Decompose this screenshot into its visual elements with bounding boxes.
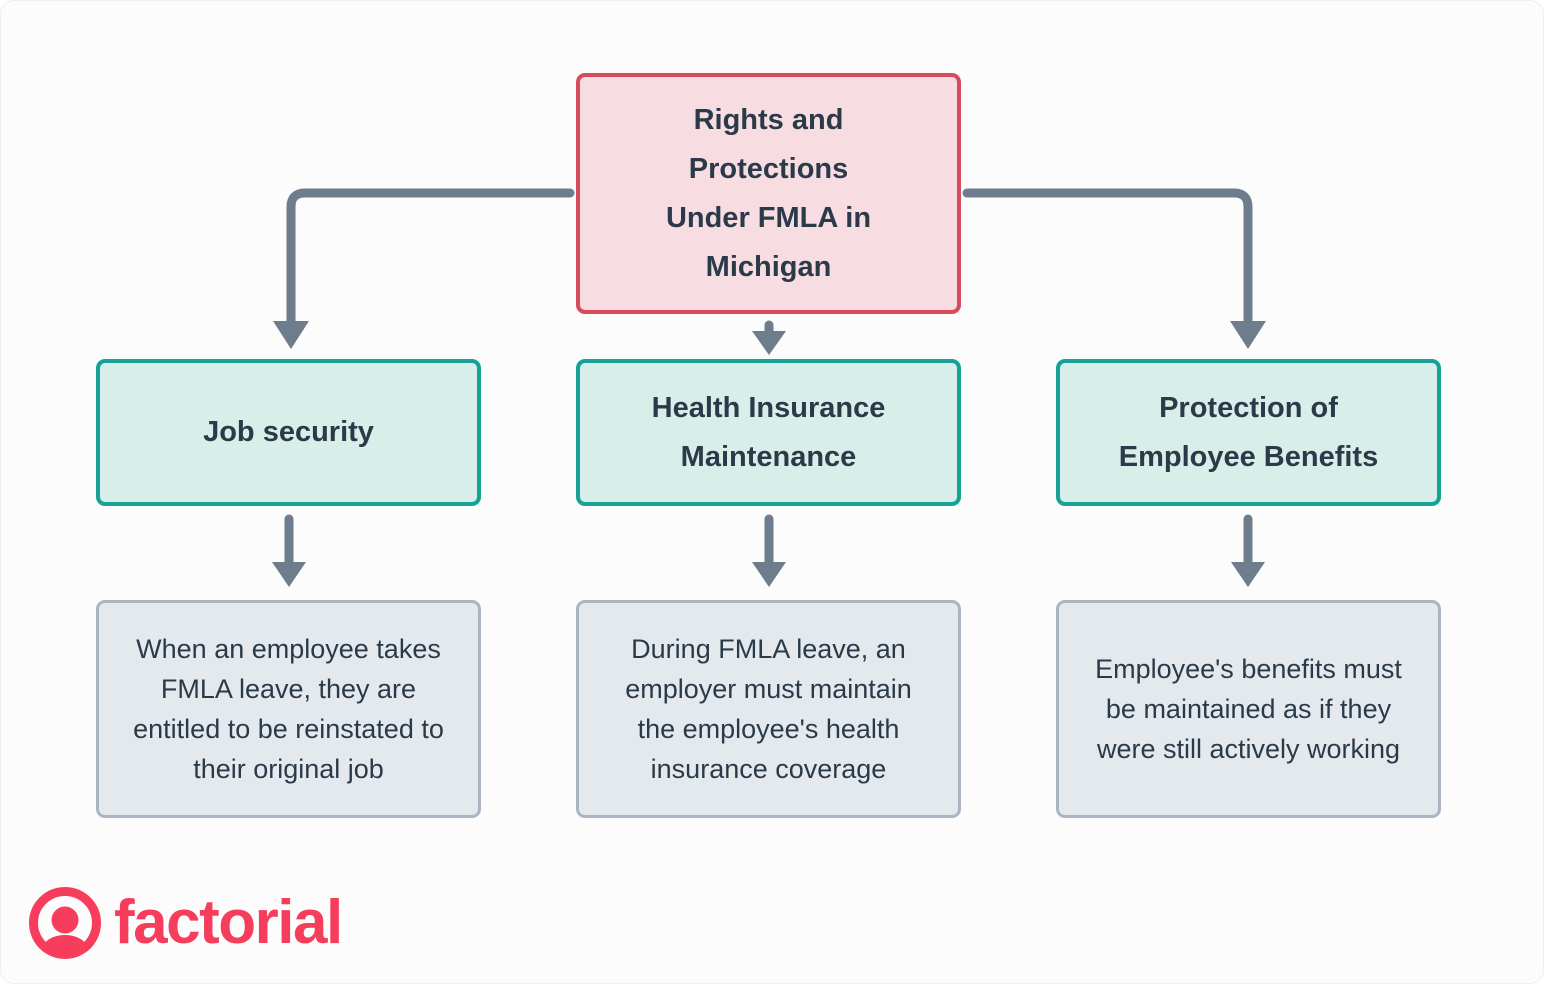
factorial-wordmark: factorial xyxy=(114,888,343,957)
desc-node-text: During FMLA leave, an employer must main… xyxy=(625,634,912,784)
desc-node-job-security: When an employee takes FMLA leave, they … xyxy=(96,600,481,818)
arrowhead xyxy=(272,562,306,587)
desc-node-text: When an employee takes FMLA leave, they … xyxy=(133,634,444,784)
branch-node-title: Job security xyxy=(203,416,374,448)
desc-node-health-insurance: During FMLA leave, an employer must main… xyxy=(576,600,961,818)
branch-node-employee-benefits: Protection of Employee Benefits xyxy=(1056,359,1441,506)
branch-node-job-security: Job security xyxy=(96,359,481,506)
root-node-fmla-rights: Rights and Protections Under FMLA in Mic… xyxy=(576,73,961,314)
arrowhead xyxy=(752,331,786,355)
branch-node-health-insurance: Health Insurance Maintenance xyxy=(576,359,961,506)
branch-node-title: Protection of Employee Benefits xyxy=(1118,391,1379,473)
arrow-root-to-employee-benefits xyxy=(962,188,1253,326)
branch-node-title: Health Insurance Maintenance xyxy=(651,391,886,473)
desc-node-text: Employee's benefits must be maintained a… xyxy=(1095,654,1402,764)
root-node-title: Rights and Protections Under FMLA in Mic… xyxy=(665,103,872,283)
arrowhead xyxy=(1231,562,1265,587)
factorial-logo: factorial xyxy=(29,887,343,959)
arrowhead xyxy=(273,321,309,349)
arrow-root-to-job-security xyxy=(286,188,575,326)
factorial-logo-icon xyxy=(29,887,101,959)
arrowhead xyxy=(1230,321,1266,349)
desc-node-employee-benefits: Employee's benefits must be maintained a… xyxy=(1056,600,1441,818)
arrowhead xyxy=(752,562,786,587)
